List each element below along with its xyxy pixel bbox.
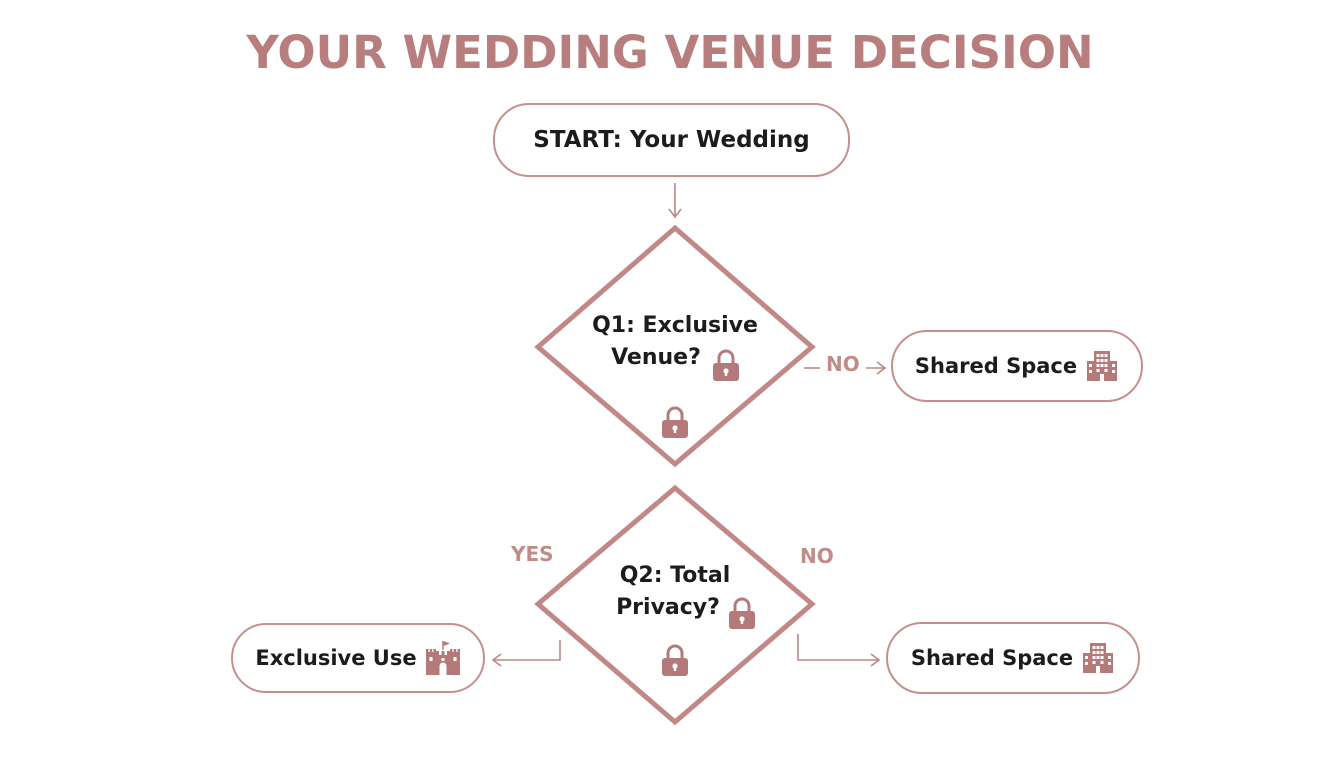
- q2-question-line2: Privacy?: [616, 595, 720, 620]
- lock-icon: [662, 406, 688, 438]
- lock-icon: [729, 597, 755, 629]
- start-node-label: START: Your Wedding: [533, 127, 810, 153]
- start-node: START: Your Wedding: [493, 103, 850, 177]
- q2-no-label: NO: [800, 544, 834, 568]
- shared-space-node: Shared Space: [886, 622, 1140, 694]
- arrow-q2-yes: [491, 640, 561, 667]
- q1-question-line2: Venue?: [611, 345, 701, 370]
- building-icon: [1085, 349, 1119, 383]
- diagram-title: YOUR WEDDING VENUE DECISION: [246, 26, 1094, 79]
- lock-icon: [662, 644, 688, 676]
- lock-icon: [713, 349, 739, 381]
- arrow-start-to-q1: [668, 183, 682, 219]
- arrow-q1-no: [804, 361, 887, 375]
- q2-decision-diamond: [534, 484, 816, 726]
- castle-icon: [425, 640, 461, 676]
- q1-question-line1: Q1: Exclusive: [592, 313, 758, 338]
- shared-space-node: Shared Space: [891, 330, 1143, 402]
- building-icon: [1081, 641, 1115, 675]
- q2-yes-label: YES: [511, 542, 554, 566]
- exclusive-use-label: Exclusive Use: [255, 646, 417, 670]
- shared-space-label: Shared Space: [914, 354, 1078, 378]
- exclusive-use-node: Exclusive Use: [231, 623, 485, 693]
- q2-question-line1: Q2: Total: [619, 563, 731, 588]
- shared-space-label: Shared Space: [910, 646, 1074, 670]
- q1-no-label: NO: [826, 352, 860, 376]
- arrow-q2-no: [797, 634, 881, 667]
- q1-decision-diamond: [534, 224, 816, 468]
